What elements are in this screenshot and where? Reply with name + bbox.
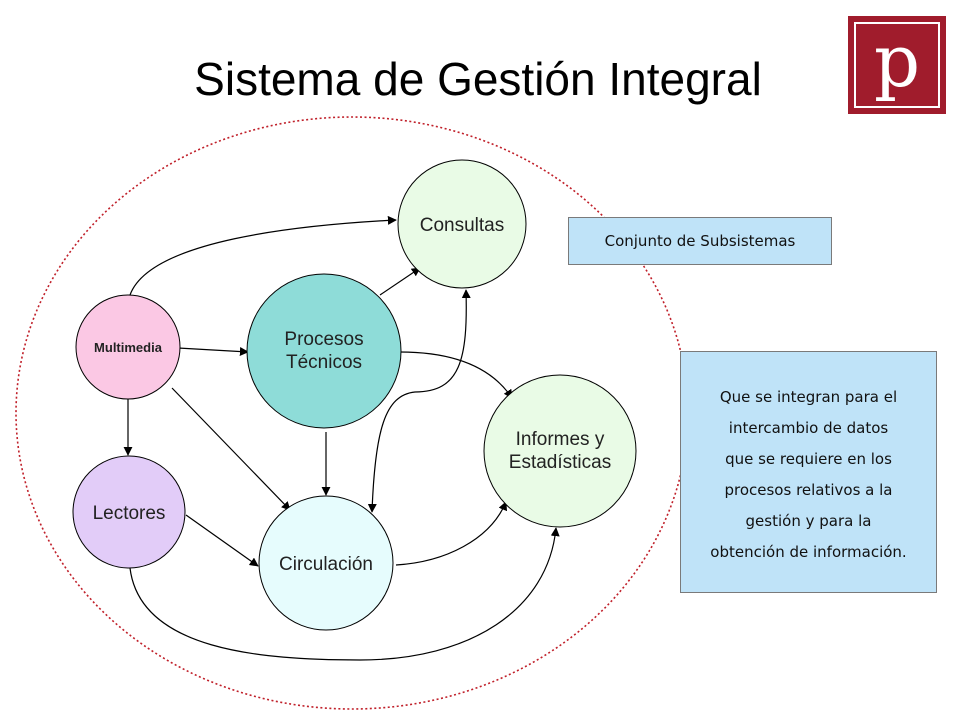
node-consultas[interactable]: Consultas	[397, 159, 527, 289]
node-label-line: Multimedia	[94, 340, 163, 355]
description-line: intercambio de datos	[728, 419, 889, 437]
svg-text:Consultas: Consultas	[420, 215, 505, 236]
arrow-multimedia-circulacion	[171, 387, 291, 511]
subsystems-label: Conjunto de Subsistemas	[604, 232, 796, 250]
node-lectores[interactable]: Lectores	[72, 455, 186, 569]
node-label-line: Informes y	[516, 429, 605, 450]
description-line: que se requiere en los	[725, 450, 892, 468]
page-title: Sistema de Gestión Integral	[0, 52, 960, 106]
description-line: Que se integran para el	[719, 388, 898, 406]
node-multimedia[interactable]: Multimedia	[75, 294, 181, 400]
node-label-line: Consultas	[420, 215, 505, 236]
node-circulacion[interactable]: Circulación	[258, 495, 394, 631]
svg-text:p: p	[874, 19, 920, 103]
svg-text:Circulación: Circulación	[279, 554, 373, 575]
node-label-line: Circulación	[279, 554, 373, 575]
arrow-circulacion-informes	[395, 501, 507, 566]
arrow-lectores-circulacion	[185, 514, 259, 567]
svg-text:Multimedia: Multimedia	[94, 340, 163, 355]
arrow-procesos-consultas	[379, 267, 421, 296]
arrow-multimedia-procesos	[177, 347, 249, 357]
node-label-line: Lectores	[93, 503, 166, 524]
description-line: procesos relativos a la	[724, 481, 893, 499]
arrow-procesos-informes	[399, 351, 513, 399]
subsystems-label-box: Conjunto de Subsistemas	[568, 217, 832, 265]
arrow-lectores-informes	[129, 527, 560, 661]
arrow-multimedia-consultas	[129, 215, 397, 296]
description-line: obtención de información.	[710, 543, 907, 561]
arrow-circulacion-consultas	[367, 289, 471, 513]
page-title-text: Sistema de Gestión Integral	[194, 53, 762, 105]
connector-arrows	[123, 215, 560, 661]
description-box: Que se integran para el intercambio de d…	[680, 351, 937, 593]
node-label-line: Procesos	[284, 329, 363, 350]
node-label-line: Técnicos	[286, 352, 362, 373]
node-label-line: Estadísticas	[509, 452, 611, 473]
p-logo-icon: p	[848, 16, 946, 114]
description-line: gestión y para la	[745, 512, 872, 530]
svg-text:Lectores: Lectores	[93, 503, 166, 524]
